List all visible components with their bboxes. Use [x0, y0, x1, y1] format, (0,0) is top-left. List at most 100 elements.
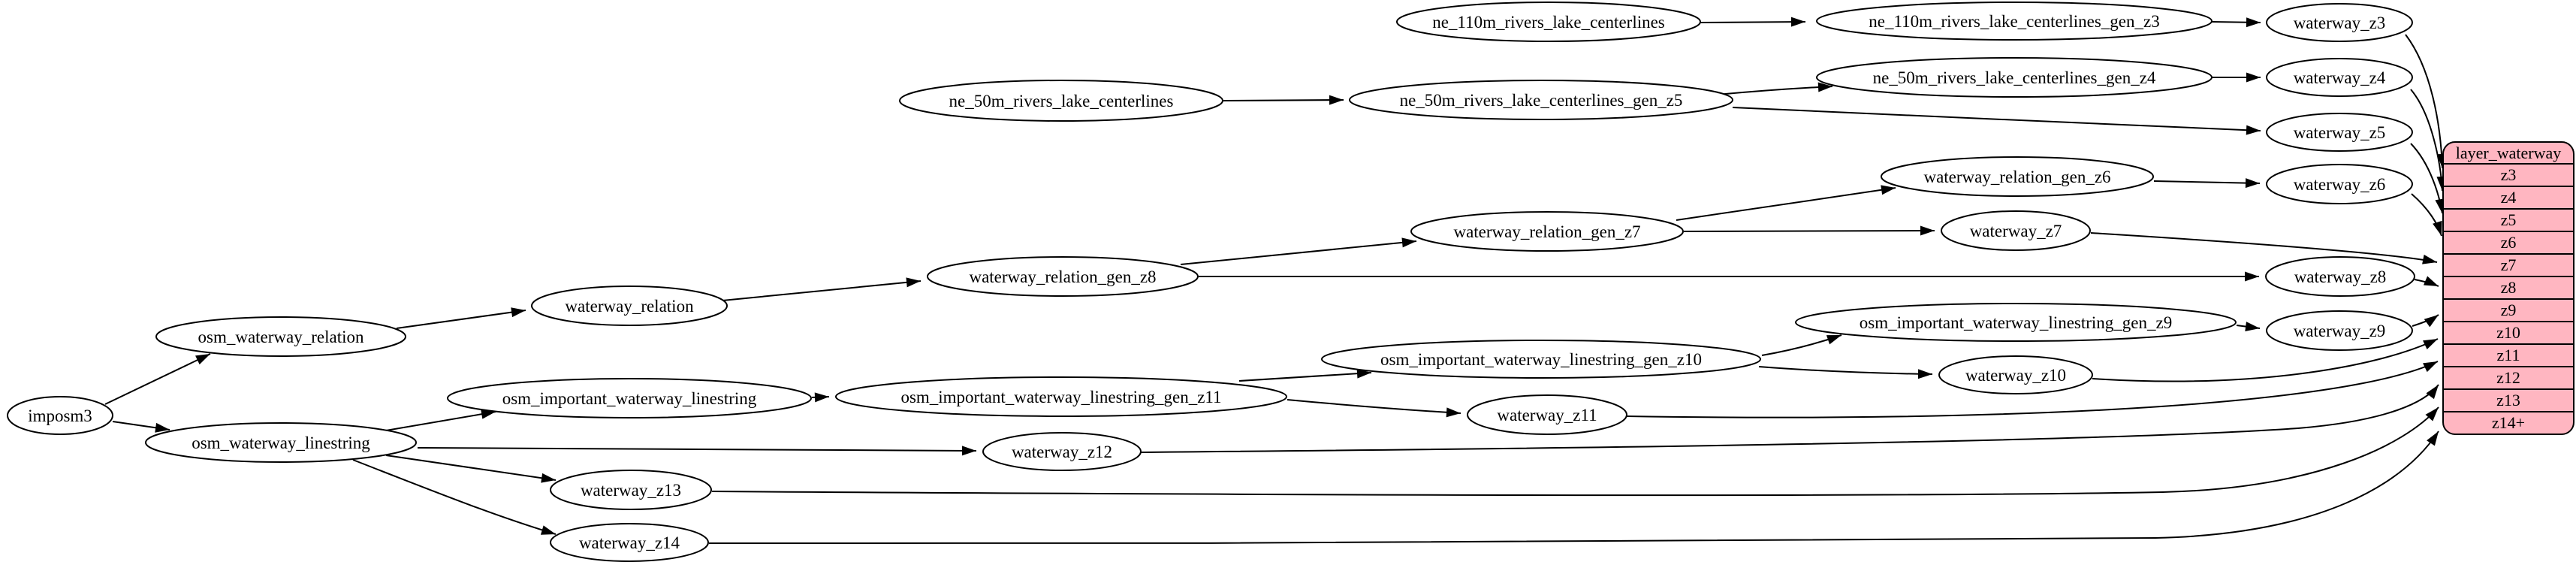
node-waterway_z7: waterway_z7 — [1941, 210, 2091, 251]
node-waterway_z10-label: waterway_z10 — [1965, 366, 2066, 385]
record-title: layer_waterway — [2456, 144, 2561, 162]
node-ne_50m_rivers_lake_centerlines_gen_z4-label: ne_50m_rivers_lake_centerlines_gen_z4 — [1873, 68, 2156, 87]
edge-osm_waterway_relation-to-waterway_relation — [396, 307, 526, 329]
record-row-z12: z12 — [2496, 368, 2520, 387]
node-waterway_z10: waterway_z10 — [1938, 355, 2093, 394]
node-waterway_z11: waterway_z11 — [1467, 394, 1627, 435]
node-ne_110m_rivers_lake_centerlines_gen_z3-label: ne_110m_rivers_lake_centerlines_gen_z3 — [1869, 12, 2159, 31]
edge-ne_50m_rivers_lake_centerlines_gen_z5-to-ne_50m_rivers_lake_centerlines_gen_z4 — [1716, 82, 1833, 95]
node-osm_important_waterway_linestring_gen_z11: osm_important_waterway_linestring_gen_z1… — [835, 376, 1287, 417]
node-ne_50m_rivers_lake_centerlines_gen_z5: ne_50m_rivers_lake_centerlines_gen_z5 — [1349, 80, 1733, 120]
edge-waterway_z8-to-layer_waterway-z8 — [2414, 276, 2439, 287]
edge-osm_waterway_linestring-to-waterway_z13 — [385, 455, 557, 483]
edge-osm_important_waterway_linestring_gen_z10-to-waterway_z10 — [1758, 366, 1933, 379]
record-row-z13: z13 — [2496, 391, 2520, 409]
edge-waterway_z3-to-layer_waterway-z3 — [2405, 34, 2447, 169]
node-waterway_relation-label: waterway_relation — [565, 297, 694, 316]
node-waterway_z4-label: waterway_z4 — [2294, 68, 2386, 87]
edge-imposm3-to-osm_waterway_linestring — [112, 421, 170, 433]
edge-waterway_relation-to-waterway_relation_gen_z8 — [722, 277, 922, 301]
edge-osm_waterway_linestring-to-waterway_z14 — [352, 459, 557, 535]
edge-waterway_relation_gen_z7-to-waterway_relation_gen_z6 — [1676, 185, 1896, 221]
edge-osm_waterway_linestring-to-osm_important_waterway_linestring — [381, 409, 496, 432]
edge-ne_110m_rivers_lake_centerlines_gen_z3-to-waterway_z3 — [2211, 17, 2261, 28]
edge-waterway_z7-to-layer_waterway-z7 — [2090, 232, 2438, 264]
edge-waterway_z11-to-layer_waterway-z11 — [1626, 361, 2439, 418]
node-imposm3-label: imposm3 — [28, 406, 92, 425]
record-row-z14plus: z14+ — [2492, 413, 2525, 432]
node-waterway_z12: waterway_z12 — [982, 432, 1142, 471]
edge-ne_50m_rivers_lake_centerlines_gen_z5-to-waterway_z5 — [1732, 107, 2261, 135]
edge-waterway_z13-to-layer_waterway-z13 — [711, 406, 2439, 497]
record-row-z8: z8 — [2501, 278, 2517, 297]
edge-osm_important_waterway_linestring_gen_z11-to-waterway_z11 — [1286, 399, 1461, 418]
node-waterway_z13: waterway_z13 — [550, 470, 712, 510]
node-waterway_z8: waterway_z8 — [2265, 256, 2415, 297]
edge-ne_50m_rivers_lake_centerlines-to-ne_50m_rivers_lake_centerlines_gen_z5 — [1223, 95, 1344, 105]
node-waterway_relation_gen_z8-label: waterway_relation_gen_z8 — [969, 267, 1156, 286]
node-waterway_relation_gen_z8: waterway_relation_gen_z8 — [927, 256, 1199, 297]
node-osm_waterway_linestring: osm_waterway_linestring — [145, 422, 417, 463]
record-row-z5: z5 — [2501, 210, 2517, 229]
edge-waterway_relation_gen_z8-to-waterway_relation_gen_z7 — [1180, 237, 1417, 265]
record-row-z3: z3 — [2501, 165, 2517, 184]
node-osm_important_waterway_linestring_gen_z10: osm_important_waterway_linestring_gen_z1… — [1321, 340, 1761, 379]
node-ne_110m_rivers_lake_centerlines_gen_z3: ne_110m_rivers_lake_centerlines_gen_z3 — [1816, 2, 2213, 41]
node-waterway_z5: waterway_z5 — [2266, 113, 2413, 152]
node-waterway_relation_gen_z6-label: waterway_relation_gen_z6 — [1923, 168, 2110, 186]
edge-imposm3-to-osm_waterway_relation — [104, 353, 211, 405]
node-waterway_z7-label: waterway_z7 — [1970, 222, 2062, 240]
node-osm_important_waterway_linestring_gen_z11-label: osm_important_waterway_linestring_gen_z1… — [900, 388, 1221, 406]
node-waterway_z13-label: waterway_z13 — [581, 481, 681, 500]
node-waterway_z6-label: waterway_z6 — [2294, 175, 2386, 194]
node-waterway_z5-label: waterway_z5 — [2294, 123, 2386, 142]
nodes: imposm3 osm_waterway_relation osm_waterw… — [7, 2, 2415, 562]
record-row-z10: z10 — [2496, 323, 2520, 342]
node-ne_50m_rivers_lake_centerlines_gen_z5-label: ne_50m_rivers_lake_centerlines_gen_z5 — [1400, 91, 1683, 110]
edge-osm_waterway_linestring-to-waterway_z12 — [417, 446, 977, 456]
edge-waterway_z12-to-layer_waterway-z12 — [1140, 384, 2439, 453]
node-imposm3: imposm3 — [7, 396, 113, 435]
node-osm_important_waterway_linestring_gen_z9: osm_important_waterway_linestring_gen_z9 — [1795, 303, 2237, 342]
node-ne_50m_rivers_lake_centerlines-label: ne_50m_rivers_lake_centerlines — [949, 92, 1174, 110]
edges — [104, 17, 2447, 545]
node-waterway_z4: waterway_z4 — [2266, 58, 2413, 97]
node-waterway_z8-label: waterway_z8 — [2294, 267, 2387, 286]
record-row-z11: z11 — [2497, 346, 2520, 364]
node-waterway_z3: waterway_z3 — [2266, 3, 2413, 42]
edge-waterway_z6-to-layer_waterway-z6 — [2411, 193, 2442, 237]
node-ne_50m_rivers_lake_centerlines_gen_z4: ne_50m_rivers_lake_centerlines_gen_z4 — [1816, 57, 2213, 98]
node-waterway_z11-label: waterway_z11 — [1497, 406, 1597, 425]
node-waterway_relation_gen_z7: waterway_relation_gen_z7 — [1410, 211, 1684, 252]
node-ne_50m_rivers_lake_centerlines: ne_50m_rivers_lake_centerlines — [899, 80, 1223, 122]
edge-osm_important_waterway_linestring_gen_z11-to-osm_important_waterway_linestring_gen_z10 — [1238, 368, 1372, 382]
record-row-z7: z7 — [2501, 255, 2517, 274]
edge-waterway_z9-to-layer_waterway-z9 — [2412, 314, 2439, 328]
node-osm_waterway_linestring-label: osm_waterway_linestring — [192, 434, 370, 452]
node-waterway_z14: waterway_z14 — [550, 523, 709, 562]
record-row-z6: z6 — [2501, 233, 2517, 252]
node-waterway_z12-label: waterway_z12 — [1012, 443, 1112, 461]
edge-waterway_z10-to-layer_waterway-z10 — [2092, 338, 2439, 382]
node-waterway_relation_gen_z6: waterway_relation_gen_z6 — [1881, 156, 2154, 197]
node-osm_waterway_relation: osm_waterway_relation — [155, 316, 406, 357]
edge-waterway_z4-to-layer_waterway-z4 — [2410, 89, 2447, 192]
node-ne_110m_rivers_lake_centerlines-label: ne_110m_rivers_lake_centerlines — [1432, 13, 1665, 32]
edge-ne_110m_rivers_lake_centerlines-to-ne_110m_rivers_lake_centerlines_gen_z3 — [1700, 17, 1806, 27]
node-waterway_z9: waterway_z9 — [2266, 310, 2413, 351]
edge-waterway_z5-to-layer_waterway-z5 — [2410, 143, 2445, 214]
node-osm_waterway_relation-label: osm_waterway_relation — [198, 328, 364, 346]
record-row-z4: z4 — [2501, 188, 2517, 207]
node-osm_important_waterway_linestring_gen_z10-label: osm_important_waterway_linestring_gen_z1… — [1380, 350, 1702, 369]
node-ne_110m_rivers_lake_centerlines: ne_110m_rivers_lake_centerlines — [1396, 2, 1701, 42]
node-waterway_relation: waterway_relation — [531, 286, 728, 326]
edge-waterway_relation_gen_z6-to-waterway_z6 — [2153, 178, 2261, 189]
record-row-z9: z9 — [2501, 301, 2517, 319]
node-waterway_relation_gen_z7-label: waterway_relation_gen_z7 — [1453, 222, 1640, 241]
edge-osm_important_waterway_linestring_gen_z9-to-waterway_z9 — [2236, 322, 2261, 332]
record-layer-waterway: layer_waterway z3 z4 z5 z6 z7 z8 z9 z10 … — [2442, 141, 2574, 435]
edge-osm_important_waterway_linestring_gen_z10-to-osm_important_waterway_linestring_gen_z9 — [1761, 334, 1842, 356]
node-osm_important_waterway_linestring: osm_important_waterway_linestring — [447, 378, 812, 418]
